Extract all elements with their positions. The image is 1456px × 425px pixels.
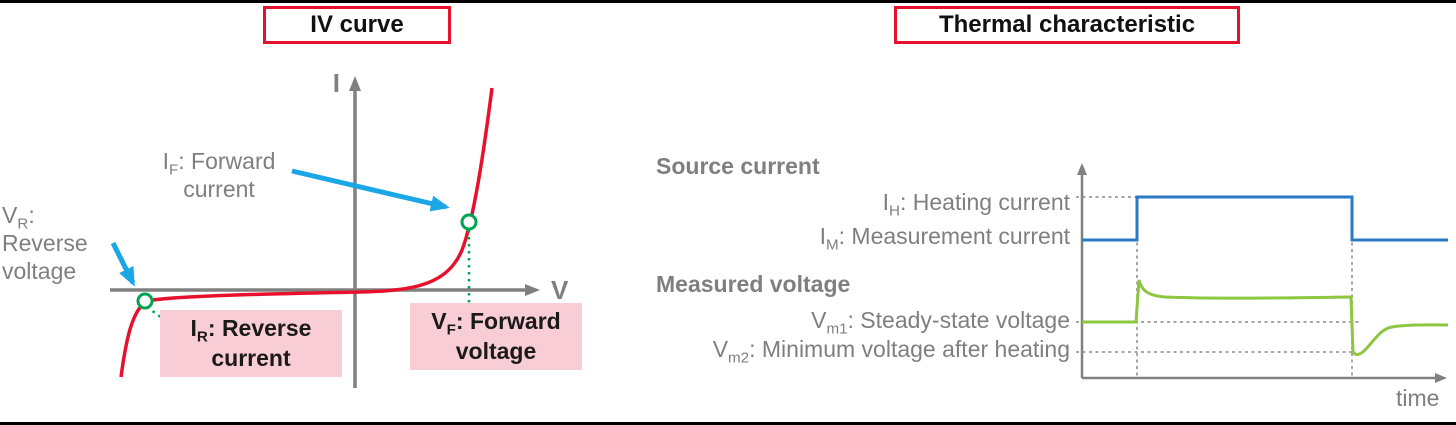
minimum-voltage-label: Vm2: Minimum voltage after heating: [712, 336, 1070, 367]
iv-curve-plot: I V: [110, 68, 569, 388]
reverse-current-box-line1: IR: Reverse: [190, 314, 312, 346]
measured-voltage-waveform: [1082, 279, 1449, 356]
thermal-plot: time: [1076, 163, 1449, 411]
top-border: [0, 0, 1456, 3]
thermal-title: Thermal characteristic: [938, 11, 1196, 38]
iv-curve-title: IV curve: [310, 11, 404, 38]
source-current-waveform: [1082, 195, 1448, 242]
measurement-current-label: IM: Measurement current: [819, 223, 1070, 254]
reverse-voltage-line2: Reverse: [2, 230, 88, 257]
reverse-voltage-line3: voltage: [2, 258, 77, 285]
forward-current-label: IF: Forward current: [148, 147, 290, 203]
i-axis-label: I: [333, 68, 340, 98]
time-axis-label: time: [1396, 385, 1439, 411]
forward-voltage-box-line2: voltage: [455, 337, 537, 364]
forward-point-marker: [460, 213, 478, 231]
reverse-current-box: IR: Reverse current: [160, 310, 342, 377]
heating-current-label: IH: Heating current: [882, 189, 1070, 220]
reverse-voltage-symbol: VR:: [2, 202, 35, 233]
v-axis-label: V: [551, 275, 569, 305]
reverse-voltage-label: VR: Reverse voltage: [2, 201, 112, 285]
steady-state-voltage-label: Vm1: Steady-state voltage: [811, 307, 1070, 338]
forward-current-symbol: IF: Forward: [162, 148, 276, 179]
reverse-current-box-line2: current: [211, 344, 291, 371]
thermal-title-box: Thermal characteristic: [894, 6, 1240, 44]
forward-current-line2: current: [183, 176, 255, 203]
reverse-voltage-arrow: [110, 241, 136, 287]
reverse-point-marker: [136, 292, 154, 310]
bottom-border: [0, 422, 1456, 425]
forward-current-arrow: [291, 168, 450, 212]
iv-curve-title-box: IV curve: [263, 6, 451, 44]
source-current-heading: Source current: [656, 153, 820, 179]
forward-voltage-box-line1: VF: Forward: [431, 307, 561, 339]
forward-voltage-box: VF: Forward voltage: [410, 303, 582, 370]
measured-voltage-heading: Measured voltage: [656, 271, 851, 297]
